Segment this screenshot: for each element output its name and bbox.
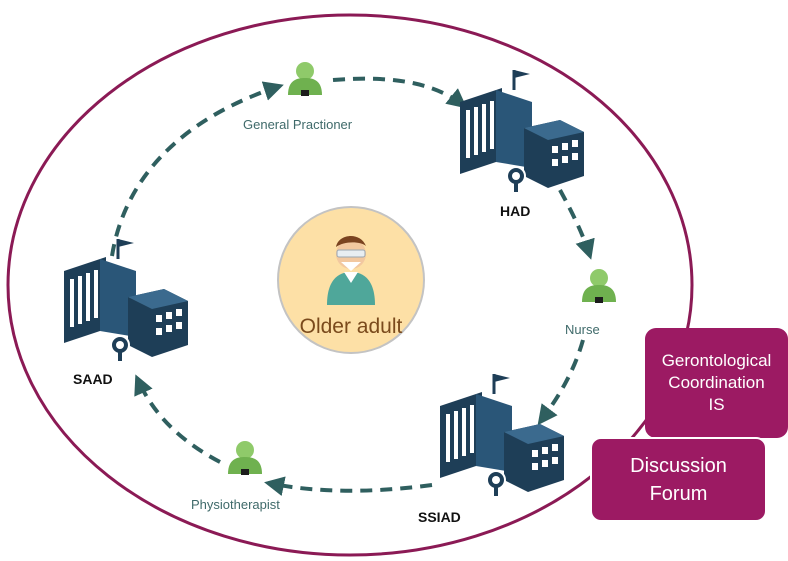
older-adult-label: Older adult xyxy=(299,315,403,338)
physiotherapist-icon xyxy=(228,441,262,475)
gerontological-line-3: IS xyxy=(708,395,725,414)
general-practioner-label: General Practioner xyxy=(243,117,353,132)
outer-ellipse xyxy=(6,13,694,557)
gerontological-line-2: Coordination xyxy=(668,373,765,392)
saad-building-icon xyxy=(62,237,190,363)
forum-line-1: Discussion xyxy=(630,454,727,477)
physiotherapist-label: Physiotherapist xyxy=(191,497,280,512)
had-building-icon xyxy=(458,68,586,194)
ssiad-building-icon xyxy=(438,372,566,498)
discussion-forum-box: Discussion Forum xyxy=(590,437,767,522)
saad-label: SAAD xyxy=(73,371,113,387)
older-adult-icon xyxy=(327,235,375,305)
arrow-physiotherapist-to-saad xyxy=(134,374,221,464)
nurse-icon xyxy=(582,269,616,303)
general-practioner-icon xyxy=(288,62,322,96)
gerontological-coordination-is-box: Gerontological Coordination IS xyxy=(645,328,788,438)
arrow-gp-to-had xyxy=(332,76,468,109)
arrow-ssiad-to-physiotherapist xyxy=(264,476,433,496)
arrow-nurse-to-ssiad xyxy=(537,339,585,426)
arrow-saad-to-gp xyxy=(110,81,284,257)
ssiad-label: SSIAD xyxy=(418,509,461,525)
had-label: HAD xyxy=(500,203,531,219)
arrow-had-to-nurse xyxy=(558,189,595,260)
gerontological-line-1: Gerontological xyxy=(661,351,772,370)
nurse-label: Nurse xyxy=(565,322,600,337)
forum-line-2: Forum xyxy=(649,482,708,505)
